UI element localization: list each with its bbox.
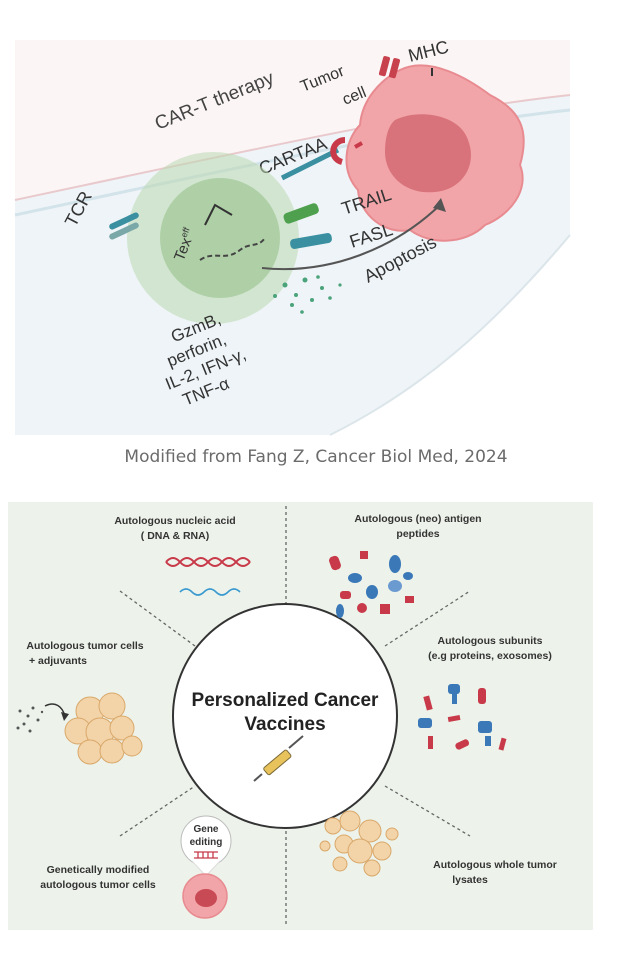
- right-arc: [329, 234, 571, 436]
- genetically-modified-label-1: Genetically modified: [47, 864, 150, 876]
- antigen-peptides-label-1: Autologous (neo) antigen: [354, 513, 481, 525]
- tumor-lysate-icon: [319, 810, 399, 877]
- center-title-line1: Personalized Cancer: [192, 690, 380, 711]
- tumor-lysates-label-2: lysates: [452, 874, 488, 886]
- subunits-label-2: (e.g proteins, exosomes): [428, 650, 552, 662]
- tumor-lysates-label-1: Autologous whole tumor: [433, 859, 557, 871]
- tcell-signal-icon: [204, 203, 233, 226]
- cytokine-dots: [273, 275, 342, 314]
- personalized-vaccines-diagram: Personalized Cancer Vaccines Autologous …: [8, 502, 593, 930]
- trail-receptor-icon: [283, 203, 319, 224]
- dna-icon: [165, 557, 251, 567]
- antigen-stalk: [354, 141, 363, 149]
- nucleic-acid-label-2: ( DNA & RNA): [141, 530, 209, 542]
- fasl-receptor-icon: [290, 233, 332, 249]
- modified-tumor-cell-icon: [182, 873, 228, 919]
- tumor-cell: [345, 64, 525, 242]
- spokes: [119, 506, 471, 926]
- gene-editing-dna-icon: [194, 851, 218, 859]
- car-receptor-stalk: [280, 147, 340, 181]
- antigen-peptides-label-2: peptides: [396, 528, 439, 540]
- top-band-edge: [14, 94, 571, 201]
- gene-editing-label-2: editing: [190, 837, 223, 848]
- tcell-dna-icon: [199, 237, 266, 261]
- mhc-receptor-icon: [378, 56, 401, 79]
- apoptosis-arrowhead: [433, 198, 446, 212]
- adjuvant-dots: [16, 706, 44, 733]
- subunits-icon: [418, 684, 507, 751]
- car-antigen-icon: [330, 137, 346, 165]
- genetically-modified-label-2: autologous tumor cells: [40, 879, 156, 891]
- center-circle: [172, 603, 398, 829]
- center-title-line2: Vaccines: [244, 714, 325, 735]
- adjuvant-arrowhead: [61, 712, 69, 721]
- apoptosis-arrow: [261, 204, 441, 271]
- right-white-area: [330, 235, 570, 435]
- t-cell: [127, 152, 299, 324]
- figure-caption: Modified from Fang Z, Cancer Biol Med, 2…: [124, 447, 508, 467]
- syringe-icon: [253, 735, 304, 782]
- peptides-icon: [329, 551, 414, 618]
- rna-icon: [179, 588, 241, 596]
- tumor-nucleus: [385, 114, 472, 193]
- nucleic-acid-label-1: Autologous nucleic acid: [114, 515, 235, 527]
- gene-editing-label-1: Gene: [193, 824, 218, 835]
- tumor-adjuvants-label-2: + adjuvants: [29, 655, 87, 667]
- tumor-adjuvants-label-1: Autologous tumor cells: [26, 640, 143, 652]
- tcr-receptor-icon: [109, 212, 139, 240]
- subunits-label-1: Autologous subunits: [438, 635, 543, 647]
- tumor-cell-cluster-icon: [64, 692, 143, 765]
- car-t-diagram: CAR-T therapy Tumor cell MHC CARTAA Texe…: [14, 37, 571, 436]
